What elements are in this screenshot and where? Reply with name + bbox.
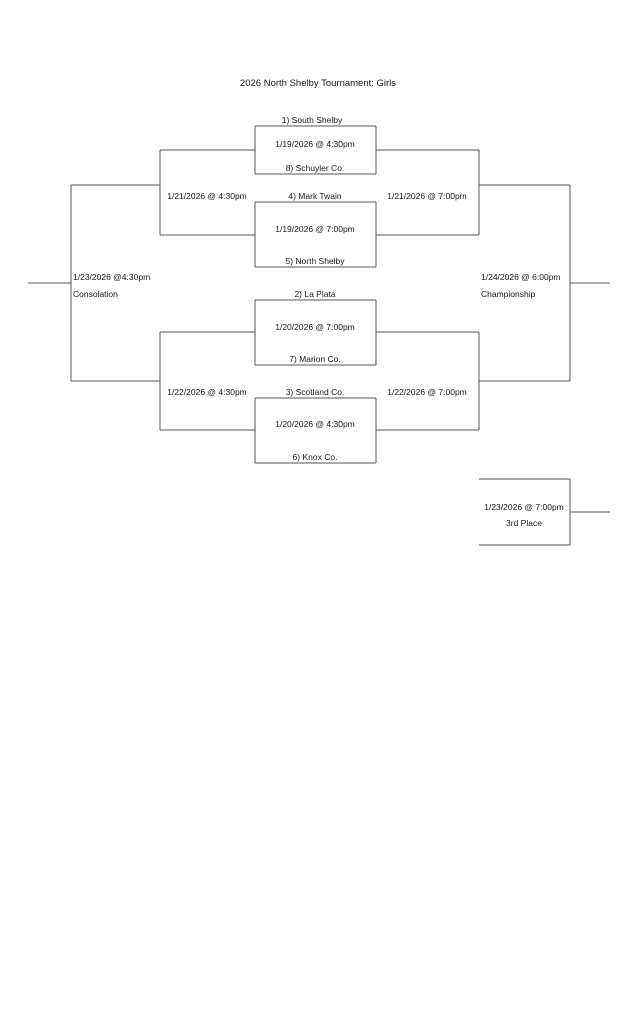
team-label: 4) Mark Twain [288, 191, 342, 201]
game-date: 1/22/2026 @ 4:30pm [167, 387, 247, 397]
game-date: 1/22/2026 @ 7:00pm [387, 387, 467, 397]
game-date: 1/21/2026 @ 4:30pm [167, 191, 247, 201]
game-date: 1/20/2026 @ 4:30pm [275, 419, 355, 429]
game-date: 1/23/2026 @ 7:00pm [484, 502, 564, 512]
game-date: 1/21/2026 @ 7:00pm [387, 191, 467, 201]
team-label: 7) Marion Co. [289, 354, 341, 364]
round-label: Championship [481, 289, 536, 299]
page-title: 2026 North Shelby Tournament: Girls [239, 78, 397, 89]
game-date: 1/20/2026 @ 7:00pm [275, 322, 355, 332]
round-label: 3rd Place [506, 518, 542, 528]
game-date: 1/24/2026 @ 6:00pm [481, 272, 561, 282]
game-date: 1/19/2026 @ 7:00pm [275, 224, 355, 234]
team-label: 3) Scotland Co. [285, 387, 345, 397]
game-date: 1/23/2026 @4:30pm [73, 272, 151, 282]
round-label: Consolation [73, 289, 118, 299]
team-label: 2) La Plata [294, 289, 336, 299]
game-date: 1/19/2026 @ 4:30pm [275, 139, 355, 149]
team-label: 1) South Shelby [281, 115, 343, 125]
team-label: 6) Knox Co. [292, 452, 338, 462]
team-label: 5) North Shelby [285, 256, 345, 266]
team-label: 8) Schuyler Co. [285, 163, 345, 173]
